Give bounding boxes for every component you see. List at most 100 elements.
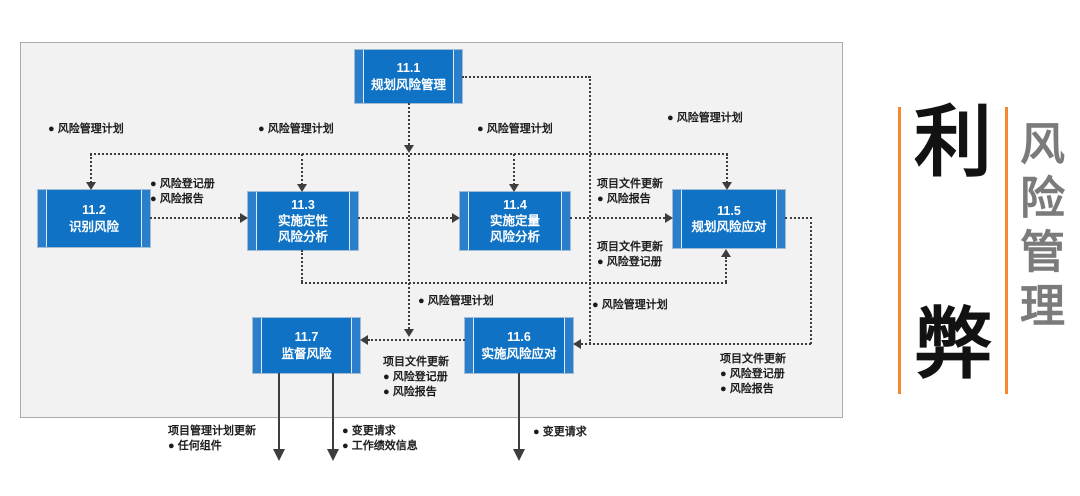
connector-11-3-down (301, 250, 303, 282)
label-line: ● 任何组件 (168, 440, 222, 452)
box-side-strip (349, 192, 358, 250)
label-risk-mgmt-plan-11-5: ● 风险管理计划 (667, 112, 743, 124)
label-line: 项目文件更新 (597, 241, 663, 253)
arrowhead-into-monitor-line (404, 329, 414, 337)
label-risk-mgmt-plan-11-2: ● 风险管理计划 (48, 123, 124, 135)
arrowhead-into-11-3-left (240, 213, 248, 223)
label-11-6-updates: 项目文件更新 ● 风险登记册 ● 风险报告 (383, 355, 449, 400)
label-11-7-output-b: ● 变更请求 ● 工作绩效信息 (342, 424, 418, 454)
label-line: ● 风险报告 (150, 193, 204, 205)
title-char-pro: 利 (913, 98, 992, 186)
label-line: ● 风险报告 (383, 386, 437, 398)
connector-11-1-down (408, 103, 410, 145)
connector-11-2-to-11-3 (150, 217, 240, 219)
arrowhead-into-11-5 (722, 182, 732, 190)
process-name: 实施定性 (277, 213, 328, 228)
arrowhead-output-11-7-b (327, 449, 339, 461)
vertical-title-risk-management: 风险管理 (1013, 120, 1064, 336)
process-number: 11.5 (717, 203, 741, 218)
label-line: 项目管理计划更新 (168, 425, 256, 437)
process-name: 实施定量 (489, 213, 540, 228)
label-line: ● 工作绩效信息 (342, 440, 418, 452)
process-box-11-7: 11.7 监督风险 (253, 318, 360, 373)
box-side-strip (465, 318, 474, 373)
output-line-11-7-b (332, 373, 334, 450)
arrowhead-into-11-5-left (665, 213, 673, 223)
label-risk-mgmt-plan-11-3: ● 风险管理计划 (258, 123, 334, 135)
process-number: 11.7 (294, 330, 319, 345)
label-risk-mgmt-plan-11-4: ● 风险管理计划 (477, 123, 553, 135)
output-line-11-7-a (278, 373, 280, 450)
title-char-con: 弊 (913, 300, 992, 388)
arrowhead-into-11-5-bottom (721, 249, 731, 257)
label-risk-mgmt-plan-11-7: ● 风险管理计划 (418, 295, 494, 307)
arrowhead-output-11-7-a (273, 449, 285, 461)
box-side-strip (355, 50, 364, 103)
label-line: 项目文件更新 (720, 353, 786, 365)
connector-up-into-11-5 (725, 257, 727, 282)
box-side-strip (561, 192, 570, 250)
process-number: 11.6 (507, 330, 531, 345)
connector-drop-11-3 (301, 154, 303, 185)
process-number: 11.2 (82, 203, 106, 218)
box-side-strip (453, 50, 462, 103)
label-line: 项目文件更新 (597, 178, 663, 190)
process-name: 实施风险应对 (481, 346, 557, 361)
arrowhead-into-11-3 (297, 184, 307, 192)
label-line: ● 变更请求 (342, 425, 396, 437)
label-line: ● 风险报告 (597, 193, 651, 205)
connector-11-1-to-11-6 (589, 76, 591, 344)
process-name: 规划风险应对 (691, 220, 767, 234)
arrowhead-output-11-6 (513, 449, 525, 461)
process-box-11-4: 11.4 实施定量 风险分析 (460, 192, 570, 250)
process-box-11-2: 11.2 识别风险 (38, 190, 150, 247)
arrowhead-into-11-4 (509, 184, 519, 192)
accent-line-right (1005, 107, 1008, 394)
process-name: 风险分析 (489, 230, 540, 245)
arrowhead-into-11-6 (573, 339, 581, 349)
process-name: 规划风险管理 (370, 77, 446, 92)
label-line: ● 风险登记册 (597, 256, 662, 268)
process-name: 监督风险 (281, 346, 332, 361)
process-name: 识别风险 (68, 219, 119, 234)
label-line: ● 风险登记册 (150, 178, 215, 190)
connector-drop-11-5 (726, 154, 728, 183)
label-11-7-output-a: 项目管理计划更新 ● 任何组件 (168, 424, 256, 454)
process-number: 11.1 (396, 61, 421, 76)
arrowhead-into-11-7 (360, 335, 368, 345)
connector-center-down (408, 155, 410, 329)
process-box-11-5: 11.5 规划风险应对 (673, 190, 785, 248)
label-11-4-updates: 项目文件更新 ● 风险报告 (597, 177, 663, 207)
box-side-strip (673, 190, 682, 248)
connector-11-3-to-11-4 (358, 217, 452, 219)
label-line: ● 风险登记册 (720, 368, 785, 380)
label-11-2-outputs: ● 风险登记册 ● 风险报告 (150, 177, 215, 207)
connector-drop-11-4 (513, 154, 515, 185)
process-box-11-3: 11.3 实施定性 风险分析 (248, 192, 358, 250)
box-side-strip (351, 318, 360, 373)
box-side-strip (248, 192, 257, 250)
arrowhead-into-11-2 (86, 182, 96, 190)
label-11-5-updates: 项目文件更新 ● 风险登记册 ● 风险报告 (720, 352, 786, 397)
label-line: ● 风险报告 (720, 383, 774, 395)
connector-trunk-top (90, 153, 728, 155)
output-line-11-6 (518, 373, 520, 450)
connector-11-5-right (785, 217, 812, 219)
box-side-strip (141, 190, 150, 247)
connector-11-4-to-11-5 (570, 217, 665, 219)
process-box-11-6: 11.6 实施风险应对 (465, 318, 573, 373)
process-number: 11.4 (503, 197, 527, 212)
connector-trunk-mid (301, 282, 727, 284)
process-number: 11.3 (291, 197, 315, 212)
label-line: ● 风险登记册 (383, 371, 448, 383)
label-11-6-output: ● 变更请求 (533, 426, 587, 438)
box-side-strip (564, 318, 573, 373)
connector-into-11-6-right (581, 343, 811, 345)
label-line: 项目文件更新 (383, 356, 449, 368)
arrowhead-into-trunk (404, 145, 414, 153)
label-risk-mgmt-plan-11-6: ● 风险管理计划 (592, 299, 668, 311)
process-name: 风险分析 (277, 230, 328, 245)
accent-line-left (898, 107, 901, 394)
connector-drop-11-2 (90, 154, 92, 183)
box-side-strip (460, 192, 469, 250)
